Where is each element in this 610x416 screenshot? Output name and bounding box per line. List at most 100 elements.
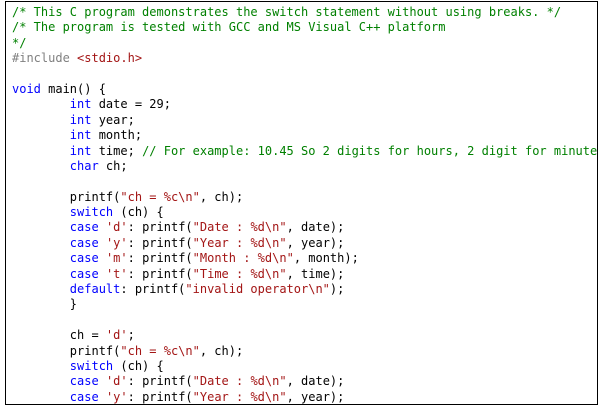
code-token-plain: : printf(: [127, 266, 193, 281]
code-line: switch (ch) {: [12, 359, 595, 374]
code-token-plain: , ch);: [199, 343, 244, 358]
code-token-plain: , year);: [286, 389, 345, 404]
code-token-comment: /* This C program demonstrates the switc…: [12, 5, 562, 19]
code-listing: /* This C program demonstrates the switc…: [12, 5, 598, 404]
code-token-plain: ;: [127, 328, 135, 343]
code-token-plain: [99, 251, 106, 265]
code-token-string: "Month : %d\n": [192, 251, 294, 266]
code-token-plain: [12, 251, 70, 265]
code-token-keyword: int: [69, 143, 92, 158]
code-token-plain: printf(: [12, 189, 121, 204]
code-token-string: 'd': [105, 220, 128, 235]
code-line: case 't': printf("Time : %d\n", time);: [12, 267, 595, 282]
code-token-plain: [12, 144, 70, 158]
code-line: int date = 29;: [12, 97, 595, 112]
code-token-comment: // For example: 10.45 So 2 digits for ho…: [142, 143, 598, 158]
code-token-string: "ch = %c\n": [120, 189, 200, 204]
code-line: }: [12, 297, 595, 312]
code-token-plain: date = 29;: [91, 97, 171, 112]
code-token-keyword: case: [69, 251, 99, 266]
code-token-keyword: default: [69, 282, 121, 297]
code-token-plain: year;: [91, 112, 135, 127]
code-token-plain: [99, 236, 106, 250]
code-token-plain: [12, 220, 70, 234]
code-token-plain: [12, 282, 70, 296]
code-line: char ch;: [12, 159, 595, 174]
code-token-plain: printf(: [12, 343, 121, 358]
code-line: void main() {: [12, 82, 595, 97]
code-line: switch (ch) {: [12, 205, 595, 220]
code-editor[interactable]: /* This C program demonstrates the switc…: [5, 1, 598, 405]
code-token-keyword: int: [69, 97, 92, 112]
code-token-string: "Time : %d\n": [192, 266, 287, 281]
code-token-plain: [12, 97, 70, 111]
code-token-include: <stdio.h>: [77, 51, 143, 66]
code-token-keyword: case: [69, 389, 99, 404]
code-token-plain: [12, 267, 70, 281]
code-token-keyword: switch: [69, 358, 114, 373]
code-token-keyword: case: [69, 220, 99, 235]
code-token-plain: [99, 220, 106, 234]
code-token-plain: , date);: [286, 220, 345, 235]
code-token-string: "Date : %d\n": [192, 220, 287, 235]
code-line: int time; // For example: 10.45 So 2 dig…: [12, 143, 598, 159]
code-token-string: 'd': [105, 374, 128, 389]
code-line: ch = 'd';: [12, 328, 595, 343]
code-token-comment: /* The program is tested with GCC and MS…: [12, 20, 446, 35]
code-line: #include <stdio.h>: [12, 51, 595, 66]
code-token-plain: (ch) {: [113, 205, 164, 220]
code-line: */: [12, 36, 595, 51]
code-token-string: "Year : %d\n": [192, 389, 287, 404]
code-token-keyword: char: [69, 158, 99, 173]
code-token-plain: ch =: [12, 328, 106, 343]
code-token-plain: }: [12, 297, 78, 312]
code-token-string: "Date : %d\n": [192, 374, 287, 389]
code-line: printf("ch = %c\n", ch);: [12, 190, 595, 205]
code-token-plain: , ch);: [199, 189, 244, 204]
code-token-keyword: case: [69, 235, 99, 250]
code-token-plain: [99, 390, 106, 404]
code-token-plain: [12, 359, 70, 373]
code-token-plain: , year);: [286, 235, 345, 250]
code-line: [12, 174, 595, 189]
code-token-string: 'd': [105, 328, 128, 343]
code-token-plain: , date);: [286, 374, 345, 389]
code-token-plain: ch;: [98, 158, 128, 173]
code-token-plain: time;: [91, 143, 143, 158]
code-token-plain: : printf(: [127, 374, 193, 389]
code-token-preproc: #include: [12, 51, 78, 66]
code-line: int year;: [12, 113, 595, 128]
code-line: int month;: [12, 128, 595, 143]
code-line: case 'y': printf("Year : %d\n", year);: [12, 389, 595, 404]
code-token-plain: [12, 113, 70, 127]
code-token-plain: );: [329, 282, 345, 297]
code-token-keyword: void: [12, 81, 41, 96]
code-token-string: 't': [105, 266, 128, 281]
code-token-plain: , month);: [293, 251, 359, 266]
code-token-keyword: int: [69, 128, 92, 143]
code-token-plain: (ch) {: [113, 358, 164, 373]
code-token-plain: [12, 390, 70, 404]
code-token-string: "ch = %c\n": [120, 343, 200, 358]
code-line: /* The program is tested with GCC and MS…: [12, 20, 595, 35]
code-token-plain: : printf(: [127, 389, 193, 404]
code-line: /* This C program demonstrates the switc…: [12, 5, 595, 20]
code-token-string: "invalid operator\n": [185, 282, 330, 297]
code-line: default: printf("invalid operator\n");: [12, 282, 595, 297]
code-line: case 'm': printf("Month : %d\n", month);: [12, 251, 595, 266]
code-line: case 'y': printf("Year : %d\n", year);: [12, 236, 595, 251]
code-token-plain: : printf(: [127, 251, 193, 266]
code-token-string: 'y': [105, 389, 128, 404]
code-token-plain: [12, 128, 70, 142]
code-token-keyword: switch: [69, 205, 114, 220]
code-token-plain: [99, 267, 106, 281]
code-token-plain: : printf(: [127, 235, 193, 250]
code-token-keyword: int: [69, 112, 92, 127]
code-token-plain: : printf(: [127, 220, 193, 235]
code-line: case 'd': printf("Date : %d\n", date);: [12, 220, 595, 235]
code-token-keyword: case: [69, 266, 99, 281]
code-token-plain: , time);: [286, 266, 345, 281]
code-line: printf("ch = %c\n", ch);: [12, 344, 595, 359]
code-token-plain: month;: [91, 128, 143, 143]
code-token-plain: [99, 374, 106, 388]
